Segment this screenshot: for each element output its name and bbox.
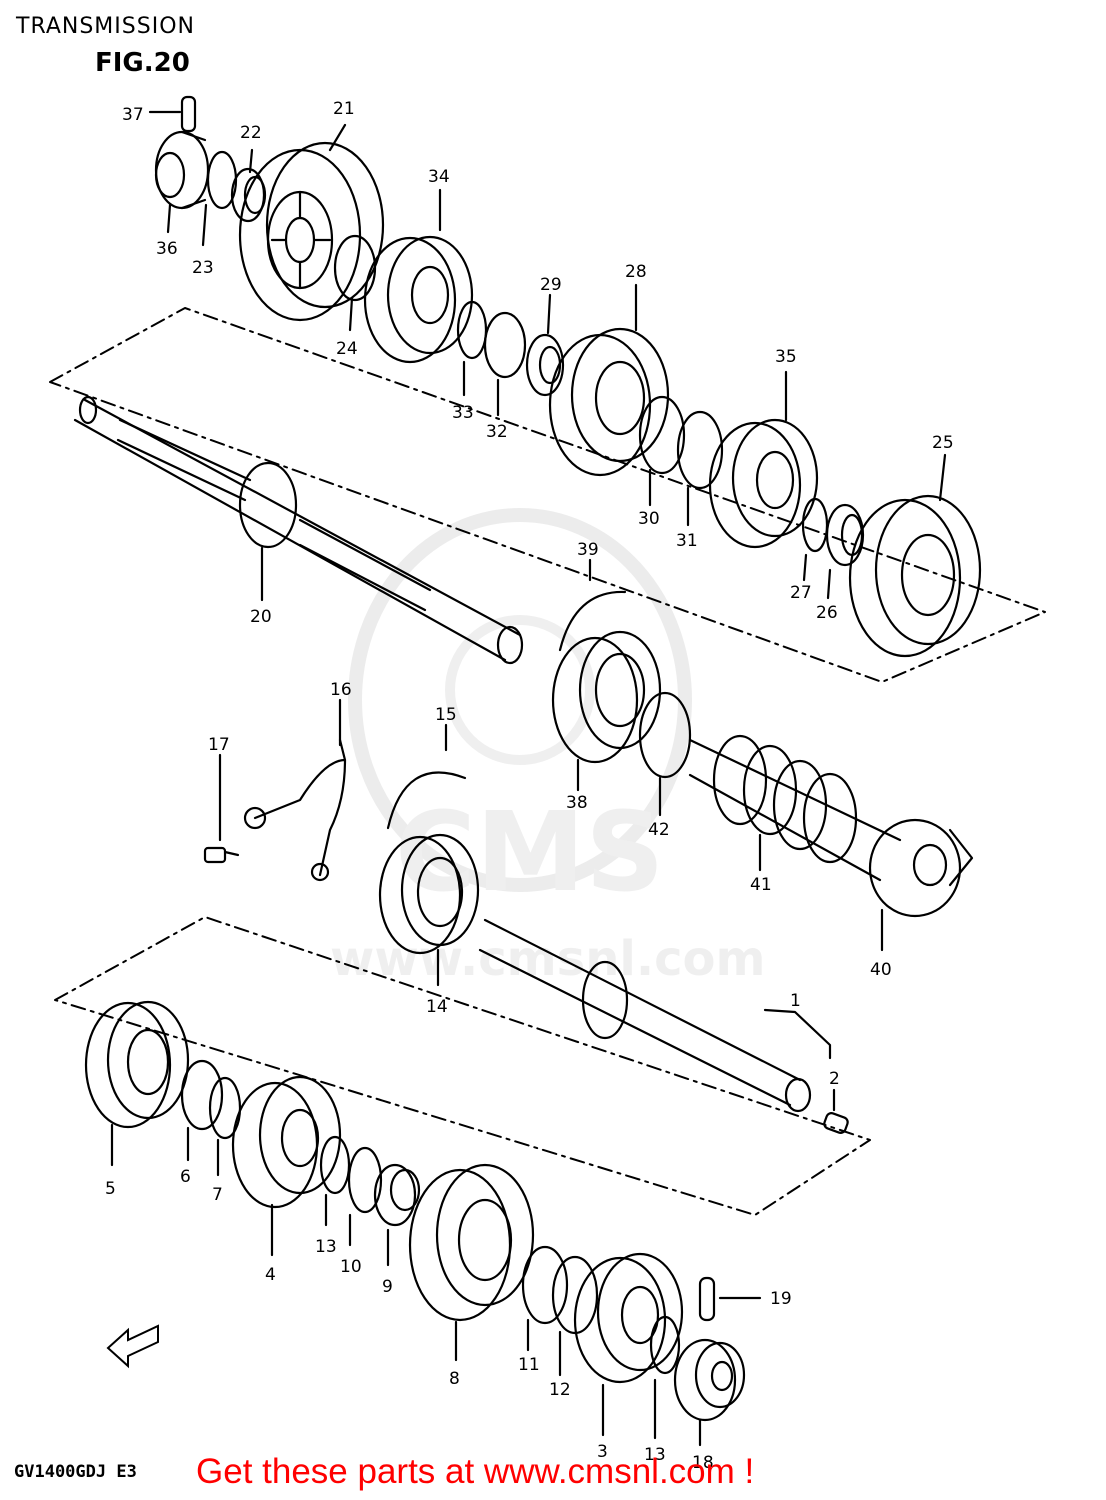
- watermark-url: www.cmsnl.com: [330, 931, 766, 987]
- part-label-24: 24: [336, 339, 358, 359]
- part-10-washer: [347, 1146, 383, 1247]
- part-37-pin: [148, 95, 197, 133]
- part-label-39: 39: [577, 540, 599, 560]
- part-label-19: 19: [770, 1289, 792, 1309]
- part-label-4: 4: [265, 1265, 276, 1285]
- part-label-30: 30: [638, 509, 660, 529]
- part-30-washer: [638, 395, 686, 507]
- part-label-14: 14: [426, 997, 448, 1017]
- part-label-40: 40: [870, 960, 892, 980]
- part-38-bearing: [551, 630, 662, 792]
- part-label-2: 2: [829, 1069, 840, 1089]
- part-32-washer: [483, 311, 527, 417]
- part-label-6: 6: [180, 1167, 191, 1187]
- part-label-37: 37: [122, 105, 144, 125]
- part-label-41: 41: [750, 875, 772, 895]
- part-35-gear: [708, 370, 819, 549]
- part-label-34: 34: [428, 167, 450, 187]
- part-33-circlip: [456, 300, 488, 397]
- part-31-washer: [676, 410, 724, 527]
- part-36-gear: [154, 130, 210, 234]
- part-2-bearing: [823, 1088, 849, 1134]
- part-17-screw: [203, 753, 240, 864]
- watermark-text: CMS: [395, 788, 664, 916]
- part-label-26: 26: [816, 603, 838, 623]
- part-label-23: 23: [192, 258, 214, 278]
- part-20-shaft: [73, 395, 524, 665]
- part-14-bearing: [378, 833, 480, 987]
- part-label-22: 22: [240, 123, 262, 143]
- part-1-shaft: [478, 918, 832, 1113]
- part-42-washer: [638, 691, 692, 817]
- part-label-29: 29: [540, 275, 562, 295]
- part-41-spring: [688, 734, 902, 882]
- part-label-13b: 13: [644, 1445, 666, 1465]
- part-22-bushing: [230, 148, 267, 223]
- part-label-20: 20: [250, 607, 272, 627]
- part-label-17: 17: [208, 735, 230, 755]
- part-label-3: 3: [597, 1442, 608, 1462]
- part-8-gear: [408, 1163, 535, 1362]
- part-25-gear: [848, 453, 982, 658]
- part-label-5: 5: [105, 1179, 116, 1199]
- part-13-circlip-a: [319, 1135, 351, 1227]
- part-9-bushing: [373, 1163, 421, 1267]
- part-16-fork: [243, 698, 347, 882]
- part-label-12: 12: [549, 1380, 571, 1400]
- part-6-washer: [180, 1059, 224, 1162]
- figure-label: FIG.20: [95, 48, 190, 78]
- part-26-bushing: [825, 503, 865, 600]
- upper-assembly-frame: [49, 307, 1046, 683]
- part-label-7: 7: [212, 1185, 223, 1205]
- part-label-8: 8: [449, 1369, 460, 1389]
- part-24-circlip: [333, 234, 377, 332]
- part-21-gear: [238, 123, 385, 322]
- part-label-10: 10: [340, 1257, 362, 1277]
- part-29-bushing: [525, 293, 565, 397]
- part-13-circlip-b: [649, 1315, 681, 1440]
- part-5-gear: [84, 1000, 190, 1167]
- part-label-32: 32: [486, 422, 508, 442]
- part-label-15: 15: [435, 705, 457, 725]
- part-label-35: 35: [775, 347, 797, 367]
- part-label-38: 38: [566, 793, 588, 813]
- model-code: GV1400GDJ E3: [14, 1462, 137, 1482]
- get-parts-link[interactable]: Get these parts at www.cmsnl.com !: [196, 1452, 755, 1491]
- part-label-25: 25: [932, 433, 954, 453]
- part-27-circlip: [801, 497, 829, 582]
- part-label-16: 16: [330, 680, 352, 700]
- part-label-21: 21: [333, 99, 355, 119]
- part-label-27: 27: [790, 583, 812, 603]
- part-label-28: 28: [625, 262, 647, 282]
- part-label-42: 42: [648, 820, 670, 840]
- part-3-gear: [573, 1252, 684, 1437]
- page-title: TRANSMISSION: [16, 14, 195, 39]
- part-label-1: 1: [790, 991, 801, 1011]
- part-18-gear: [673, 1338, 746, 1447]
- part-15-circlip: [386, 723, 467, 830]
- part-label-9: 9: [382, 1277, 393, 1297]
- part-label-18: 18: [692, 1453, 714, 1473]
- part-label-11: 11: [518, 1355, 540, 1375]
- watermark-logo: CMS www.cmsnl.com: [330, 508, 766, 987]
- part-11-washer: [521, 1245, 569, 1352]
- part-4-gear: [231, 1075, 342, 1257]
- part-7-circlip: [208, 1076, 242, 1177]
- front-direction-arrow-icon: [106, 1324, 159, 1369]
- part-40-cam: [868, 818, 974, 952]
- part-label-36: 36: [156, 239, 178, 259]
- part-28-gear: [548, 283, 670, 477]
- part-39-circlip: [558, 558, 627, 652]
- lower-assembly-frame: [54, 916, 871, 1216]
- part-label-33: 33: [452, 403, 474, 423]
- part-19-pin: [698, 1276, 762, 1322]
- part-34-gear: [363, 188, 474, 364]
- part-label-13a: 13: [315, 1237, 337, 1257]
- part-label-31: 31: [676, 531, 698, 551]
